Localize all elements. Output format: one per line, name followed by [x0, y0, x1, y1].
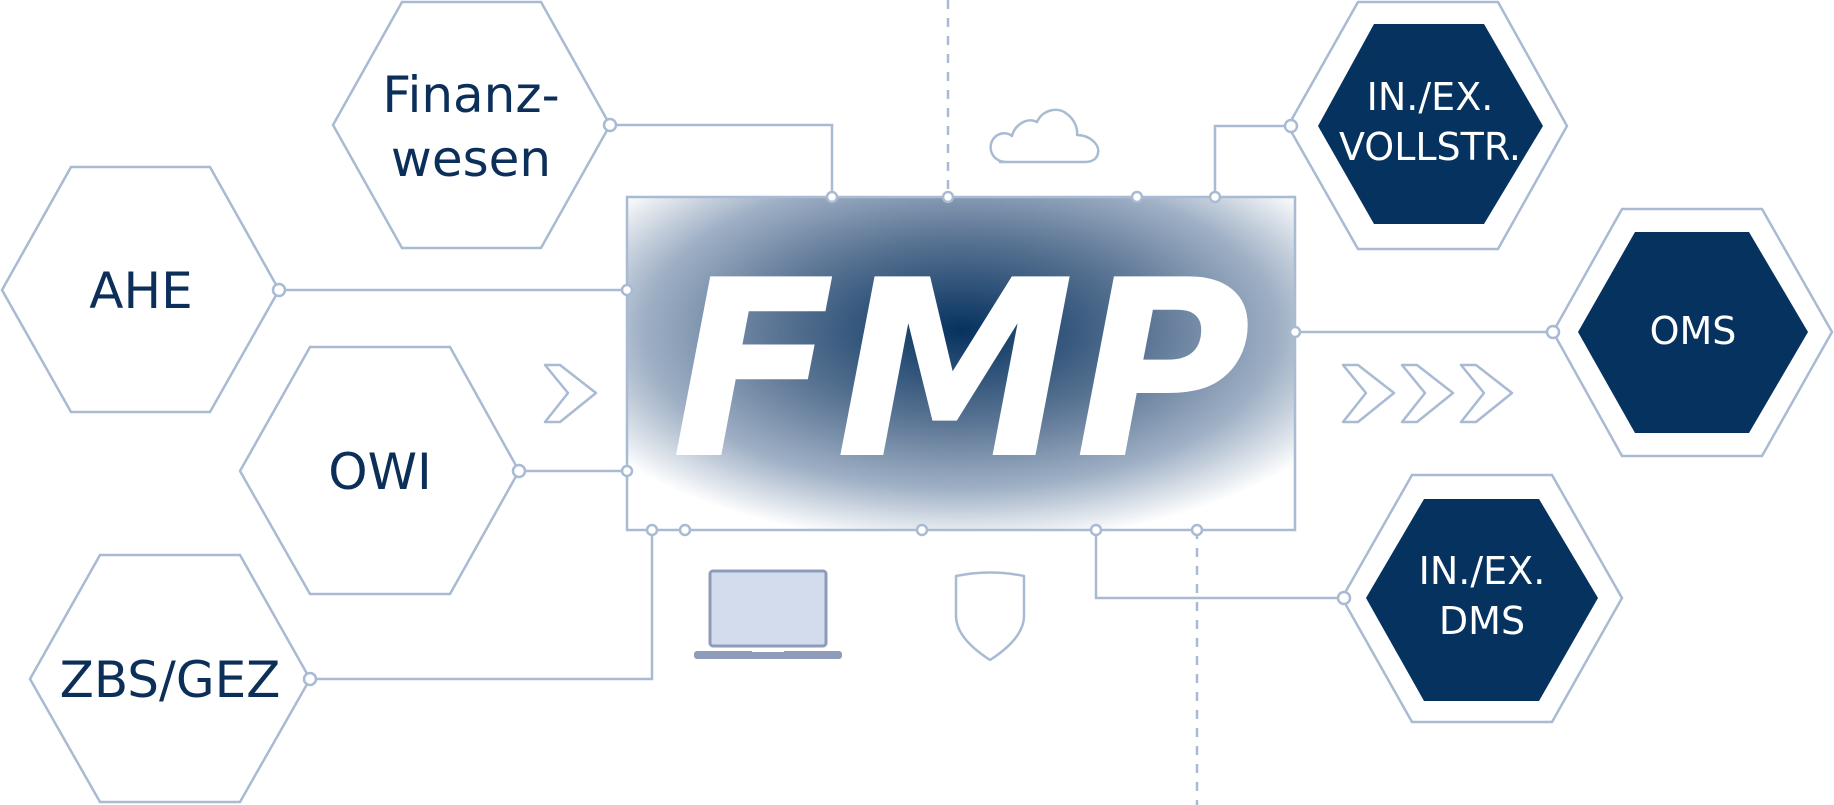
zbs-gez-label: ZBS/GEZ [60, 651, 281, 709]
vollstr-label-line2: VOLLSTR. [1339, 125, 1521, 169]
connection-nodes [271, 117, 1561, 687]
chevron-right-icon [1400, 363, 1455, 424]
vollstr-label-line1: IN./EX. [1367, 75, 1494, 119]
finanzwesen-label-line2: wesen [391, 130, 551, 188]
wire-vollstr [1213, 124, 1291, 197]
fmp-core-block: FMP [625, 195, 1297, 532]
module-finanzwesen: Finanz- wesen [331, 0, 612, 250]
wire-zbs-gez [310, 530, 654, 681]
wire-finanzwesen [610, 123, 834, 197]
owi-label: OWI [328, 443, 432, 501]
module-owi: OWI [238, 345, 521, 596]
cloud-icon [989, 108, 1100, 164]
ahe-label: AHE [89, 262, 192, 320]
module-vollstr: IN./EX. VOLLSTR. [1286, 0, 1569, 251]
chevron-right-icon [1341, 363, 1396, 424]
module-oms: OMS [1551, 207, 1834, 458]
oms-label: OMS [1650, 309, 1737, 353]
chevron-right-icon [543, 363, 598, 424]
module-zbs-gez: ZBS/GEZ [28, 553, 312, 804]
module-ahe: AHE [0, 165, 281, 414]
module-dms: IN./EX. DMS [1340, 473, 1624, 724]
wire-dms [1094, 530, 1344, 600]
shield-icon [954, 571, 1026, 662]
laptop-icon [694, 569, 842, 659]
dms-label-line2: DMS [1439, 599, 1525, 643]
chevron-right-icon [1459, 363, 1514, 424]
finanzwesen-label-line1: Finanz- [382, 66, 559, 124]
dms-label-line1: IN./EX. [1419, 549, 1546, 593]
fmp-label: FMP [671, 228, 1251, 513]
